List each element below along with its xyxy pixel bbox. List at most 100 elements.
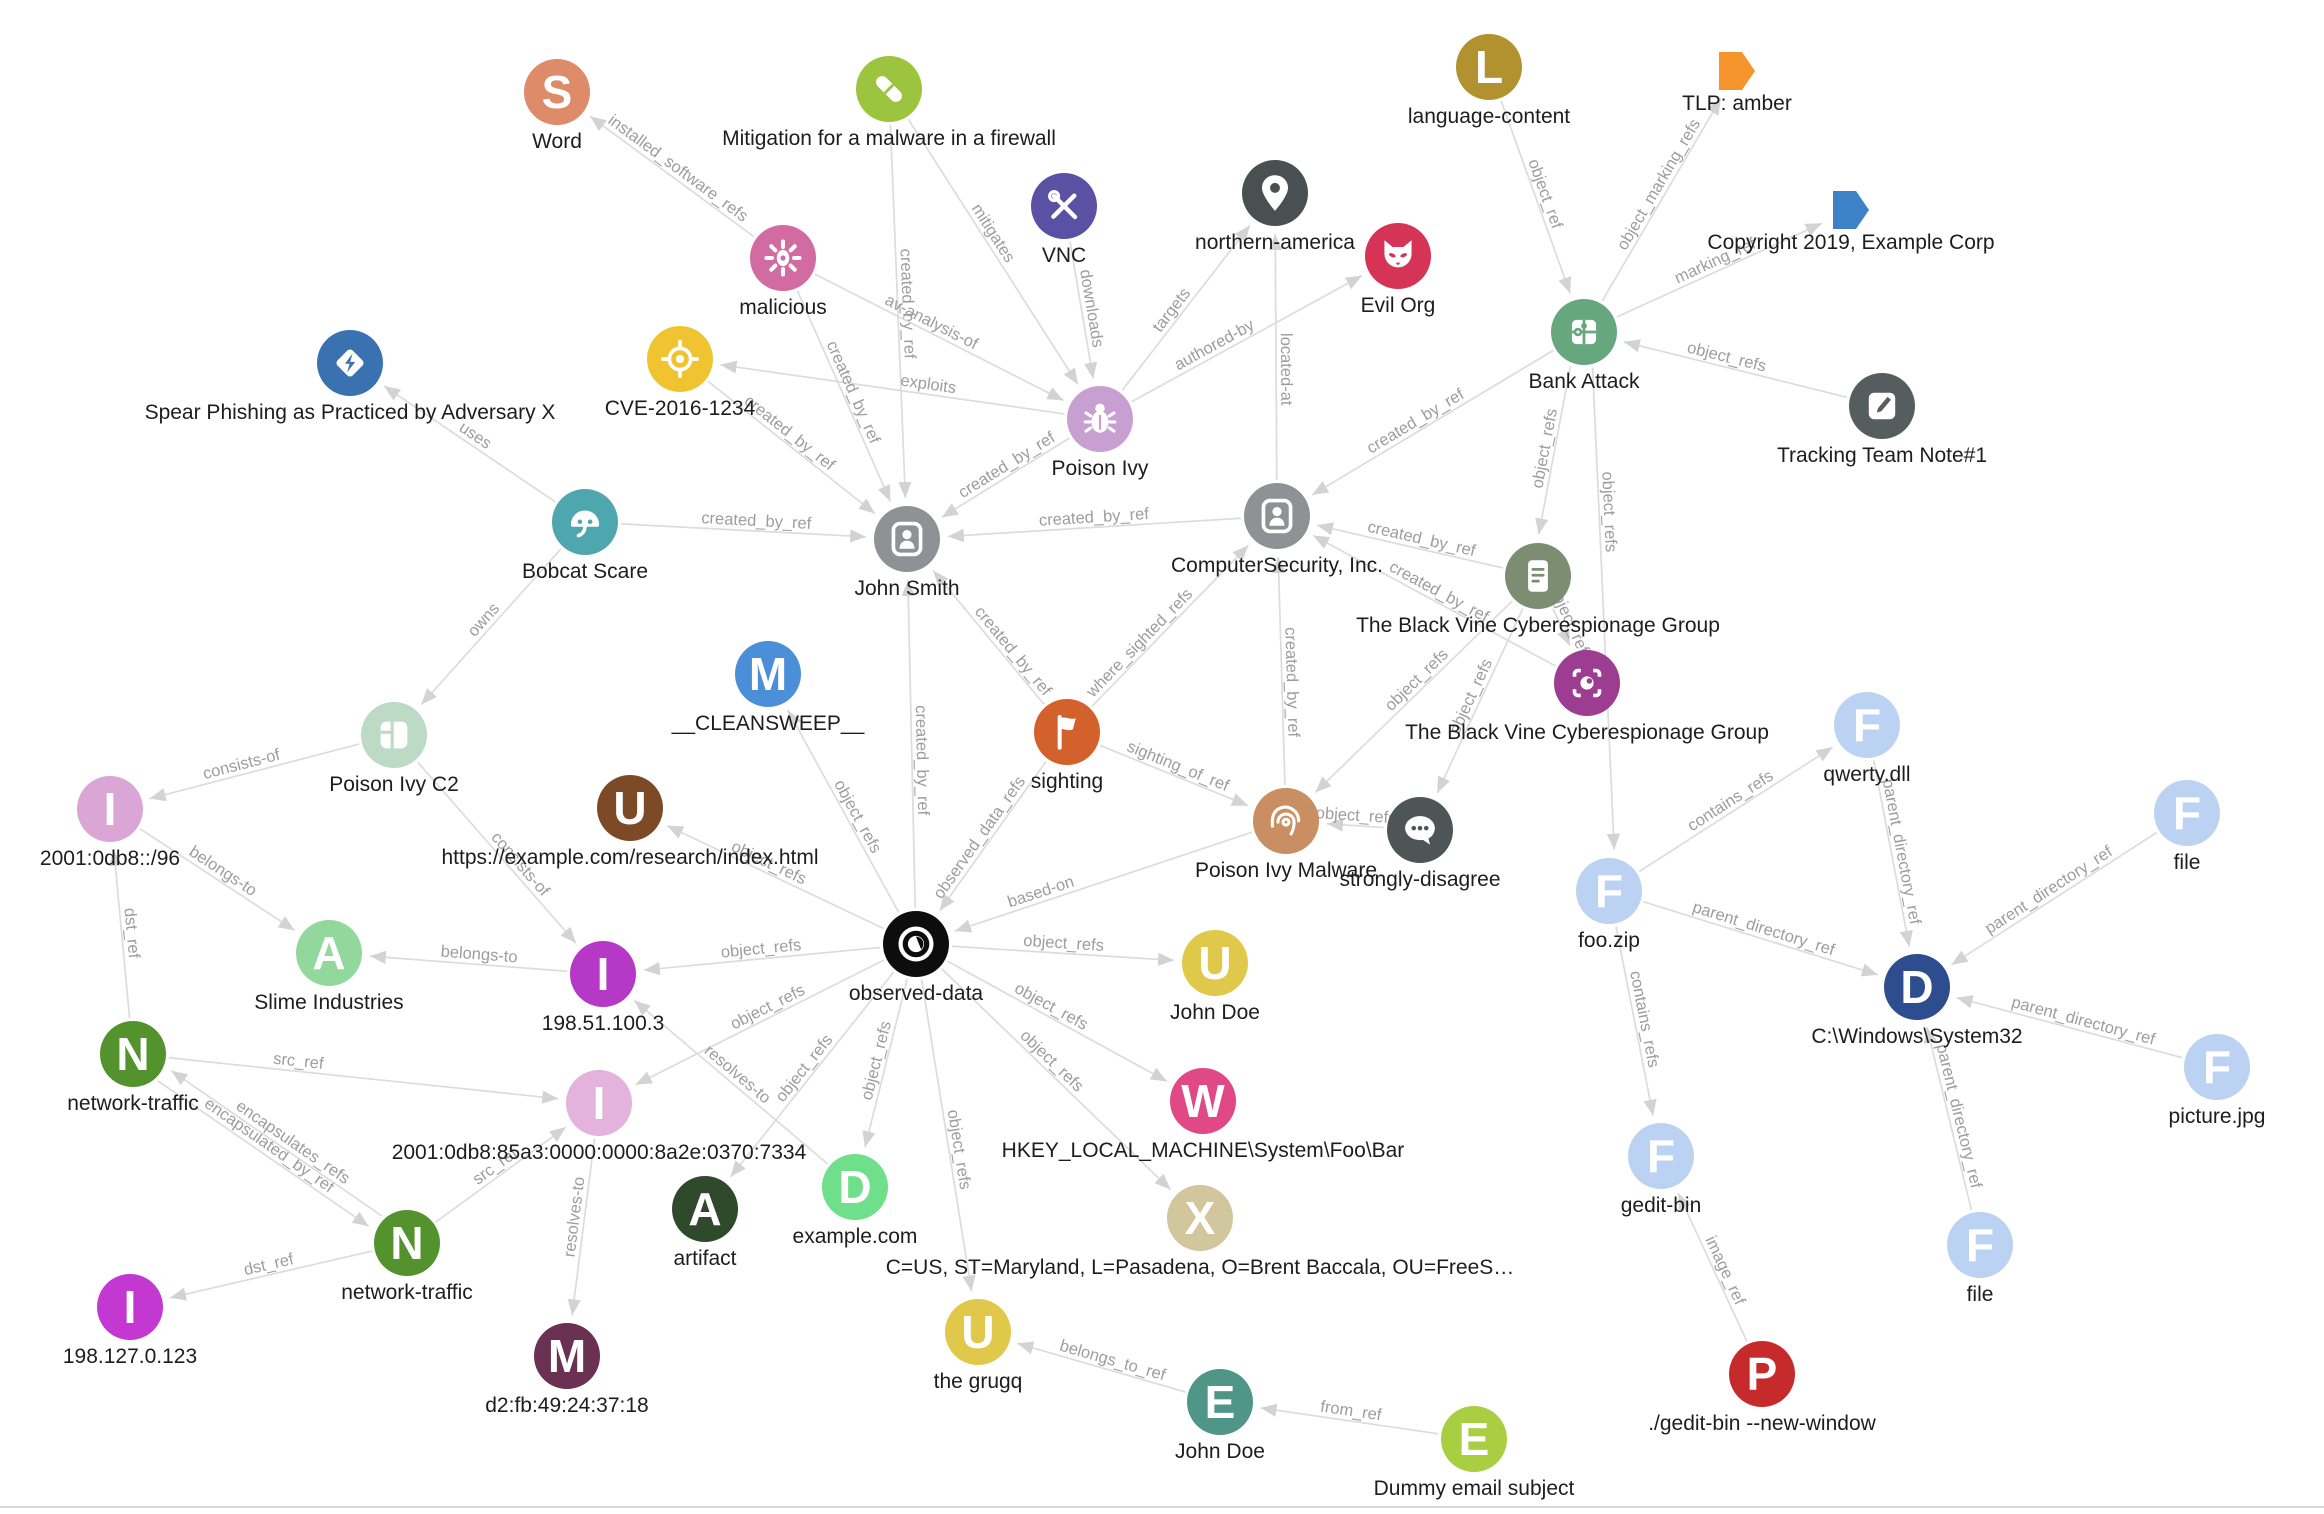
node-circle xyxy=(822,1154,888,1220)
node-blackvine-report[interactable]: The Black Vine Cyberespionage Group xyxy=(1356,543,1720,637)
node-spear-phishing[interactable]: Spear Phishing as Practiced by Adversary… xyxy=(145,330,556,424)
node-circle xyxy=(1729,1341,1795,1407)
edge-observed-data-hkey xyxy=(947,960,1168,1083)
edge-label: object_refs xyxy=(1598,471,1620,552)
node-observed-data[interactable]: observed-data xyxy=(849,911,984,1005)
node-circle xyxy=(2154,780,2220,846)
node-cve[interactable]: CVE-2016-1234 xyxy=(605,326,756,420)
node-label: Poison Ivy Malware xyxy=(1195,859,1377,882)
node-john-smith[interactable]: John Smith xyxy=(854,506,960,600)
edge-poison-ivy-malware-computersecurity xyxy=(1272,556,1286,786)
node-poison-ivy[interactable]: Poison Ivy xyxy=(1052,386,1149,480)
edge-label: object_ref xyxy=(1524,157,1566,232)
node-label: malicious xyxy=(739,296,827,319)
edge-label: belongs-to xyxy=(186,843,260,900)
node-northern-america[interactable]: northern-america xyxy=(1195,160,1355,254)
edge-network-traffic-2-network-traffic-1 xyxy=(170,1069,383,1217)
node-bank-attack[interactable]: Bank Attack xyxy=(1529,299,1640,393)
node-mac-addr[interactable]: Md2:fb:49:24:37:18 xyxy=(485,1323,649,1417)
file-letter-icon: F xyxy=(1853,699,1881,751)
node-evil-org[interactable]: Evil Org xyxy=(1361,223,1436,317)
network-traffic-letter-icon: N xyxy=(390,1217,423,1269)
node-tlp-amber[interactable]: TLP: amber xyxy=(1682,52,1792,115)
node-blackvine-intrusion[interactable]: The Black Vine Cyberespionage Group xyxy=(1405,650,1769,744)
edge-label: object_refs xyxy=(772,1031,836,1105)
node-poison-ivy-malware[interactable]: Poison Ivy Malware xyxy=(1195,788,1377,882)
edge-label: parent_directory_ref xyxy=(1982,842,2116,937)
node-circle xyxy=(374,1210,440,1276)
edge-bank-attack-foo-zip xyxy=(1591,367,1621,850)
edge-observed-data-example-com xyxy=(862,978,909,1148)
node-circle xyxy=(2184,1034,2250,1100)
node-mitigation[interactable]: Mitigation for a malware in a firewall xyxy=(722,56,1056,150)
artifact-letter-icon: A xyxy=(688,1183,721,1235)
node-bobcat-scare[interactable]: Bobcat Scare xyxy=(522,489,648,583)
node-label: artifact xyxy=(673,1247,736,1270)
node-x509[interactable]: XC=US, ST=Maryland, L=Pasadena, O=Brent … xyxy=(886,1185,1515,1279)
node-copyright[interactable]: Copyright 2019, Example Corp xyxy=(1707,191,1995,254)
edge-label: where_sighted_refs xyxy=(1082,585,1196,702)
node-circle xyxy=(1170,1068,1236,1134)
node-strongly-disagree[interactable]: strongly-disagree xyxy=(1339,797,1501,891)
edge-poison-ivy-c2-ipv6-96 xyxy=(149,743,360,802)
node-label: Dummy email subject xyxy=(1374,1477,1575,1500)
node-circle xyxy=(1187,1369,1253,1435)
node-sighting[interactable]: sighting xyxy=(1031,699,1103,793)
node-poison-ivy-c2[interactable]: Poison Ivy C2 xyxy=(329,702,459,796)
edge-label: encapsulated_by_ref xyxy=(201,1095,338,1197)
edge-label: av-analysis-of xyxy=(882,291,981,353)
windows-registry-letter-icon: W xyxy=(1181,1075,1225,1127)
node-circle xyxy=(1167,1185,1233,1251)
edge-label: object_refs xyxy=(1315,804,1397,827)
node-label: Copyright 2019, Example Corp xyxy=(1707,231,1994,254)
node-process-gedit[interactable]: P./gedit-bin --new-window xyxy=(1648,1341,1877,1435)
node-label: d2:fb:49:24:37:18 xyxy=(485,1394,648,1417)
node-label: Mitigation for a malware in a firewall xyxy=(722,127,1056,150)
node-malicious[interactable]: malicious xyxy=(739,225,827,319)
edge-blackvine-report-poison-ivy-malware xyxy=(1314,600,1513,794)
node-label: strongly-disagree xyxy=(1339,868,1500,891)
node-directory-sys32[interactable]: DC:\Windows\System32 xyxy=(1811,954,2023,1048)
note-icon xyxy=(1868,392,1896,420)
edge-blackvine-report-strongly-disagree xyxy=(1436,608,1524,794)
node-computersecurity[interactable]: ComputerSecurity, Inc. xyxy=(1171,483,1383,577)
edge-label: resolves-to xyxy=(701,1042,774,1108)
ipv4-letter-icon: I xyxy=(597,948,610,1000)
edge-qwerty-dll-directory-sys32 xyxy=(1872,760,1913,947)
node-vnc[interactable]: VNC xyxy=(1031,173,1097,267)
edge-sighting-john-smith xyxy=(932,570,1045,705)
node-label: Slime Industries xyxy=(254,991,403,1014)
node-tracking-note[interactable]: Tracking Team Note#1 xyxy=(1777,373,1987,467)
node-label: foo.zip xyxy=(1578,929,1640,952)
malware-analysis-icon xyxy=(764,239,802,277)
edge-label: src_ref xyxy=(272,1050,324,1073)
ipv4-letter-icon: I xyxy=(124,1281,137,1333)
node-cleansweep[interactable]: M__CLEANSWEEP__ xyxy=(671,641,865,735)
node-label: qwerty.dll xyxy=(1823,763,1910,786)
